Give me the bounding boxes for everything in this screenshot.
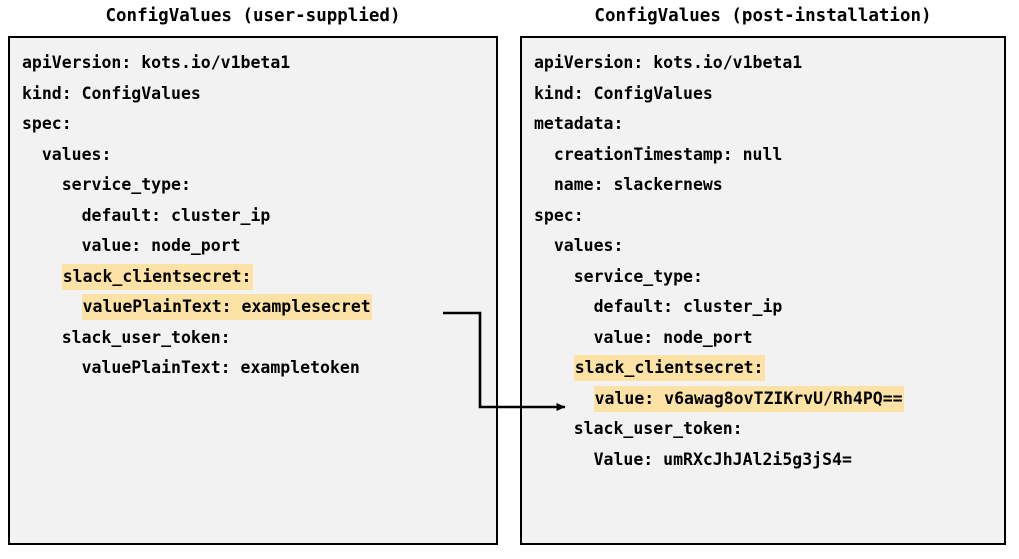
code-segment: name: slackernews: [534, 175, 723, 194]
code-line: service_type:: [522, 262, 1004, 293]
code-line: apiVersion: kots.io/v1beta1: [10, 48, 496, 79]
code-line: apiVersion: kots.io/v1beta1: [522, 48, 1004, 79]
code-segment: creationTimestamp: null: [534, 144, 783, 164]
right-panel-title: ConfigValues (post-installation): [594, 6, 932, 26]
code-line: value: node_port: [522, 323, 1004, 354]
code-line: kind: ConfigValues: [10, 79, 496, 110]
highlighted-code-segment: value: v6awag8ovTZIKrvU/Rh4PQ==: [593, 385, 904, 412]
right-config-values-code: apiVersion: kots.io/v1beta1 kind: ConfigV…: [522, 38, 1004, 543]
code-segment: spec:: [534, 205, 584, 225]
code-line: default: cluster_ip: [10, 201, 496, 232]
code-line: metadata:: [522, 109, 1004, 140]
code-line: service_type:: [10, 170, 496, 201]
highlighted-code-segment: valuePlainText: examplesecret: [81, 294, 372, 320]
code-line: kind: ConfigValues: [522, 79, 1004, 110]
code-segment: values:: [22, 144, 112, 164]
highlighted-code-segment: slack_clientsecret:: [61, 263, 253, 290]
code-segment: [22, 297, 82, 316]
code-line: slack_user_token:: [522, 414, 1004, 445]
code-segment: valuePlainText: exampletoken: [22, 358, 360, 377]
code-segment: service_type:: [534, 266, 703, 286]
code-segment: spec:: [22, 114, 72, 133]
code-segment: apiVersion: kots.io/v1beta1: [22, 53, 291, 72]
code-segment: slack_user_token:: [534, 419, 743, 438]
code-segment: [534, 389, 594, 408]
code-line: Value: umRXcJhJAl2i5g3jS4=: [522, 445, 1004, 476]
code-line: valuePlainText: exampletoken: [10, 353, 496, 384]
code-line: slack_user_token:: [10, 323, 496, 354]
code-segment: value: node_port: [22, 236, 241, 255]
left-panel-title: ConfigValues (user-supplied): [105, 6, 401, 26]
code-segment: [534, 358, 574, 377]
code-segment: values:: [534, 236, 624, 255]
code-segment: metadata:: [534, 114, 624, 133]
code-segment: [22, 267, 62, 286]
left-config-values-box: apiVersion: kots.io/v1beta1 kind: ConfigV…: [8, 36, 498, 545]
code-segment: kind: ConfigValues: [534, 83, 713, 103]
code-line: valuePlainText: examplesecret: [10, 292, 496, 323]
code-line: slack_clientsecret:: [522, 353, 1004, 384]
code-line: values:: [10, 140, 496, 171]
code-segment: kind: ConfigValues: [22, 83, 201, 103]
code-line: values:: [522, 231, 1004, 262]
code-segment: default: cluster_ip: [22, 205, 271, 225]
code-line: creationTimestamp: null: [522, 140, 1004, 171]
right-config-values-box: apiVersion: kots.io/v1beta1 kind: ConfigV…: [520, 36, 1006, 545]
code-line: spec:: [10, 109, 496, 140]
code-segment: slack_user_token:: [22, 327, 231, 347]
code-segment: default: cluster_ip: [534, 297, 783, 316]
code-segment: apiVersion: kots.io/v1beta1: [534, 53, 803, 72]
code-line: default: cluster_ip: [522, 292, 1004, 323]
code-segment: service_type:: [22, 175, 191, 194]
code-line: value: v6awag8ovTZIKrvU/Rh4PQ==: [522, 384, 1004, 415]
highlighted-code-segment: slack_clientsecret:: [573, 355, 765, 381]
code-line: spec:: [522, 201, 1004, 232]
code-line: slack_clientsecret:: [10, 262, 496, 293]
left-config-values-code: apiVersion: kots.io/v1beta1 kind: ConfigV…: [10, 38, 496, 543]
code-line: value: node_port: [10, 231, 496, 262]
code-line: name: slackernews: [522, 170, 1004, 201]
code-segment: Value: umRXcJhJAl2i5g3jS4=: [534, 449, 852, 469]
code-segment: value: node_port: [534, 327, 753, 347]
